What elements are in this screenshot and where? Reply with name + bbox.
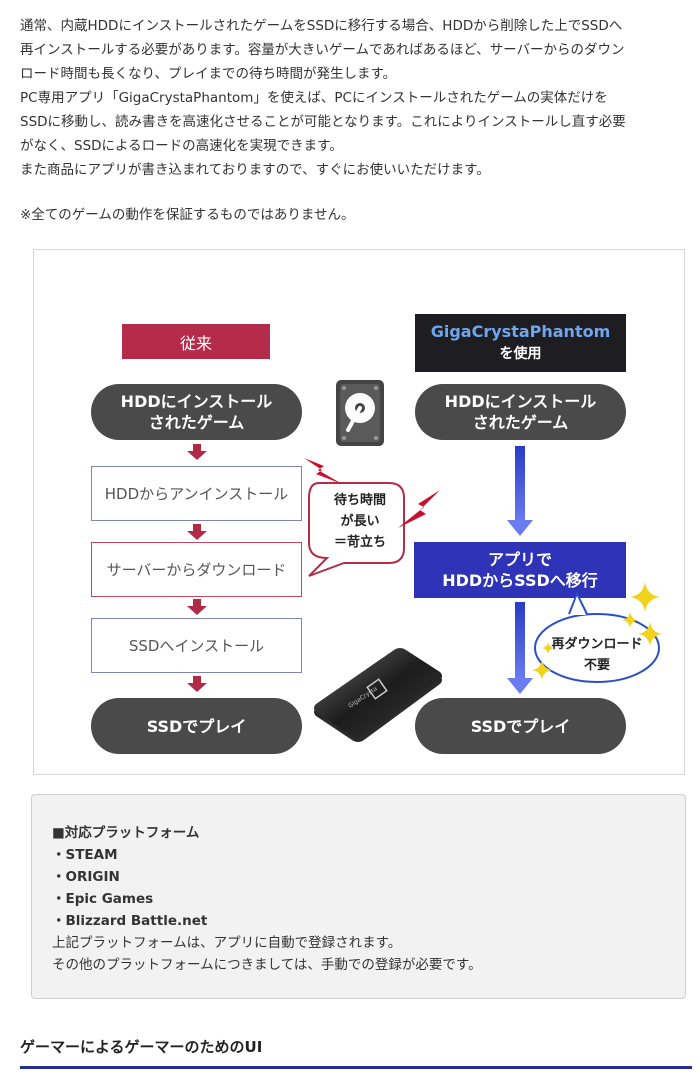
sparkle-icon — [532, 660, 552, 680]
conventional-header: 従来 — [122, 324, 270, 359]
platforms-note: 上記プラットフォームは、アプリに自動で登録されます。 — [52, 935, 402, 951]
down-arrow — [187, 451, 207, 460]
right-start-line2: されたゲーム — [472, 413, 569, 432]
left-step-download: サーバーからダウンロード — [91, 542, 302, 597]
no-redownload-text: 再ダウンロード 不要 — [534, 634, 660, 676]
left-step-download-label: サーバーからダウンロード — [106, 561, 287, 579]
right-end-label: SSDでプレイ — [470, 716, 571, 736]
arrow-stem — [193, 676, 201, 683]
arrow-stem — [193, 524, 201, 531]
hdd-icon — [336, 380, 384, 446]
down-arrow — [187, 683, 207, 692]
comparison-diagram: 従来 GigaCrystaPhantom を使用 HDDにインストール されたゲ… — [33, 249, 685, 775]
lightning-icon — [398, 490, 440, 528]
left-step-install-label: SSDへインストール — [128, 637, 265, 655]
platforms-title: ■対応プラットフォーム — [52, 825, 200, 841]
section-divider — [20, 1066, 692, 1069]
wait-bubble — [308, 482, 405, 577]
intro-line: 再インストールする必要があります。容量が大きいゲームであればあるほど、サーバーか… — [20, 42, 625, 58]
platforms-box: ■対応プラットフォーム ・STEAM ・ORIGIN ・Epic Games ・… — [31, 794, 686, 999]
sparkle-icon — [542, 642, 554, 654]
left-start-pill: HDDにインストール されたゲーム — [91, 384, 302, 440]
left-start-line2: されたゲーム — [148, 413, 245, 432]
platform-item: ・Blizzard Battle.net — [52, 913, 208, 929]
intro-line: SSDに移動し、読み書きを高速化させることが可能となります。これによりインストー… — [20, 114, 626, 130]
phantom-header: GigaCrystaPhantom を使用 — [415, 314, 626, 372]
wait-line: ＝苛立ち — [333, 535, 386, 550]
phantom-sub-label: を使用 — [499, 346, 542, 362]
app-migrate-line1: アプリで — [487, 550, 552, 569]
platforms-note: その他のプラットフォームにつきましては、手動での登録が必要です。 — [52, 957, 482, 973]
right-end-pill: SSDでプレイ — [415, 698, 626, 754]
no-redownload-line: 再ダウンロード — [551, 637, 643, 652]
left-step-uninstall-label: HDDからアンインストール — [104, 485, 289, 503]
lightning-icon — [304, 458, 342, 484]
left-start-line1: HDDにインストール — [120, 392, 273, 411]
platform-item: ・STEAM — [52, 847, 118, 863]
intro-line: また商品にアプリが書き込まれておりますので、すぐにお使いいただけます。 — [20, 162, 490, 178]
intro-text: 通常、内蔵HDDにインストールされたゲームをSSDに移行する場合、HDDから削除… — [20, 14, 692, 182]
platform-item: ・ORIGIN — [52, 869, 120, 885]
intro-line: ロード時間も長くなり、プレイまでの待ち時間が発生します。 — [20, 66, 397, 82]
left-end-label: SSDでプレイ — [146, 716, 247, 736]
phantom-brand-label: GigaCrystaPhantom — [430, 322, 611, 341]
blue-down-arrow — [507, 602, 533, 694]
app-migrate-line2: HDDからSSDへ移行 — [442, 571, 598, 590]
disclaimer-note: ※全てのゲームの動作を保証するものではありません。 — [20, 207, 355, 223]
intro-line: がなく、SSDによるロードの高速化を実現できます。 — [20, 138, 343, 154]
left-step-uninstall: HDDからアンインストール — [91, 466, 302, 521]
no-redownload-line: 不要 — [583, 658, 610, 673]
left-step-install: SSDへインストール — [91, 618, 302, 673]
intro-line: 通常、内蔵HDDにインストールされたゲームをSSDに移行する場合、HDDから削除… — [20, 18, 623, 34]
sparkle-icon — [630, 582, 660, 612]
arrow-stem — [193, 444, 201, 451]
app-migrate-box: アプリで HDDからSSDへ移行 — [414, 542, 626, 598]
platforms-content: ■対応プラットフォーム ・STEAM ・ORIGIN ・Epic Games ・… — [52, 822, 482, 976]
blue-down-arrow — [507, 446, 533, 536]
wait-bubble-text: 待ち時間 が長い ＝苛立ち — [316, 490, 404, 553]
section-heading: ゲーマーによるゲーマーのためのUI — [20, 1038, 263, 1056]
sparkle-icon — [638, 622, 662, 646]
sparkle-icon — [622, 612, 638, 628]
conventional-header-label: 従来 — [179, 333, 212, 353]
left-end-pill: SSDでプレイ — [91, 698, 302, 754]
ssd-product-image: GigaCrysta — [314, 648, 442, 742]
arrow-stem — [193, 599, 201, 606]
intro-line: PC専用アプリ「GigaCrystaPhantom」を使えば、PCにインストール… — [20, 90, 608, 106]
wait-line: 待ち時間 — [333, 493, 386, 508]
down-arrow — [187, 531, 207, 540]
right-start-line1: HDDにインストール — [444, 392, 597, 411]
no-redownload-bubble — [534, 592, 660, 683]
right-start-pill: HDDにインストール されたゲーム — [415, 384, 626, 440]
wait-line: が長い — [340, 514, 380, 529]
platform-item: ・Epic Games — [52, 891, 154, 907]
down-arrow — [187, 606, 207, 615]
